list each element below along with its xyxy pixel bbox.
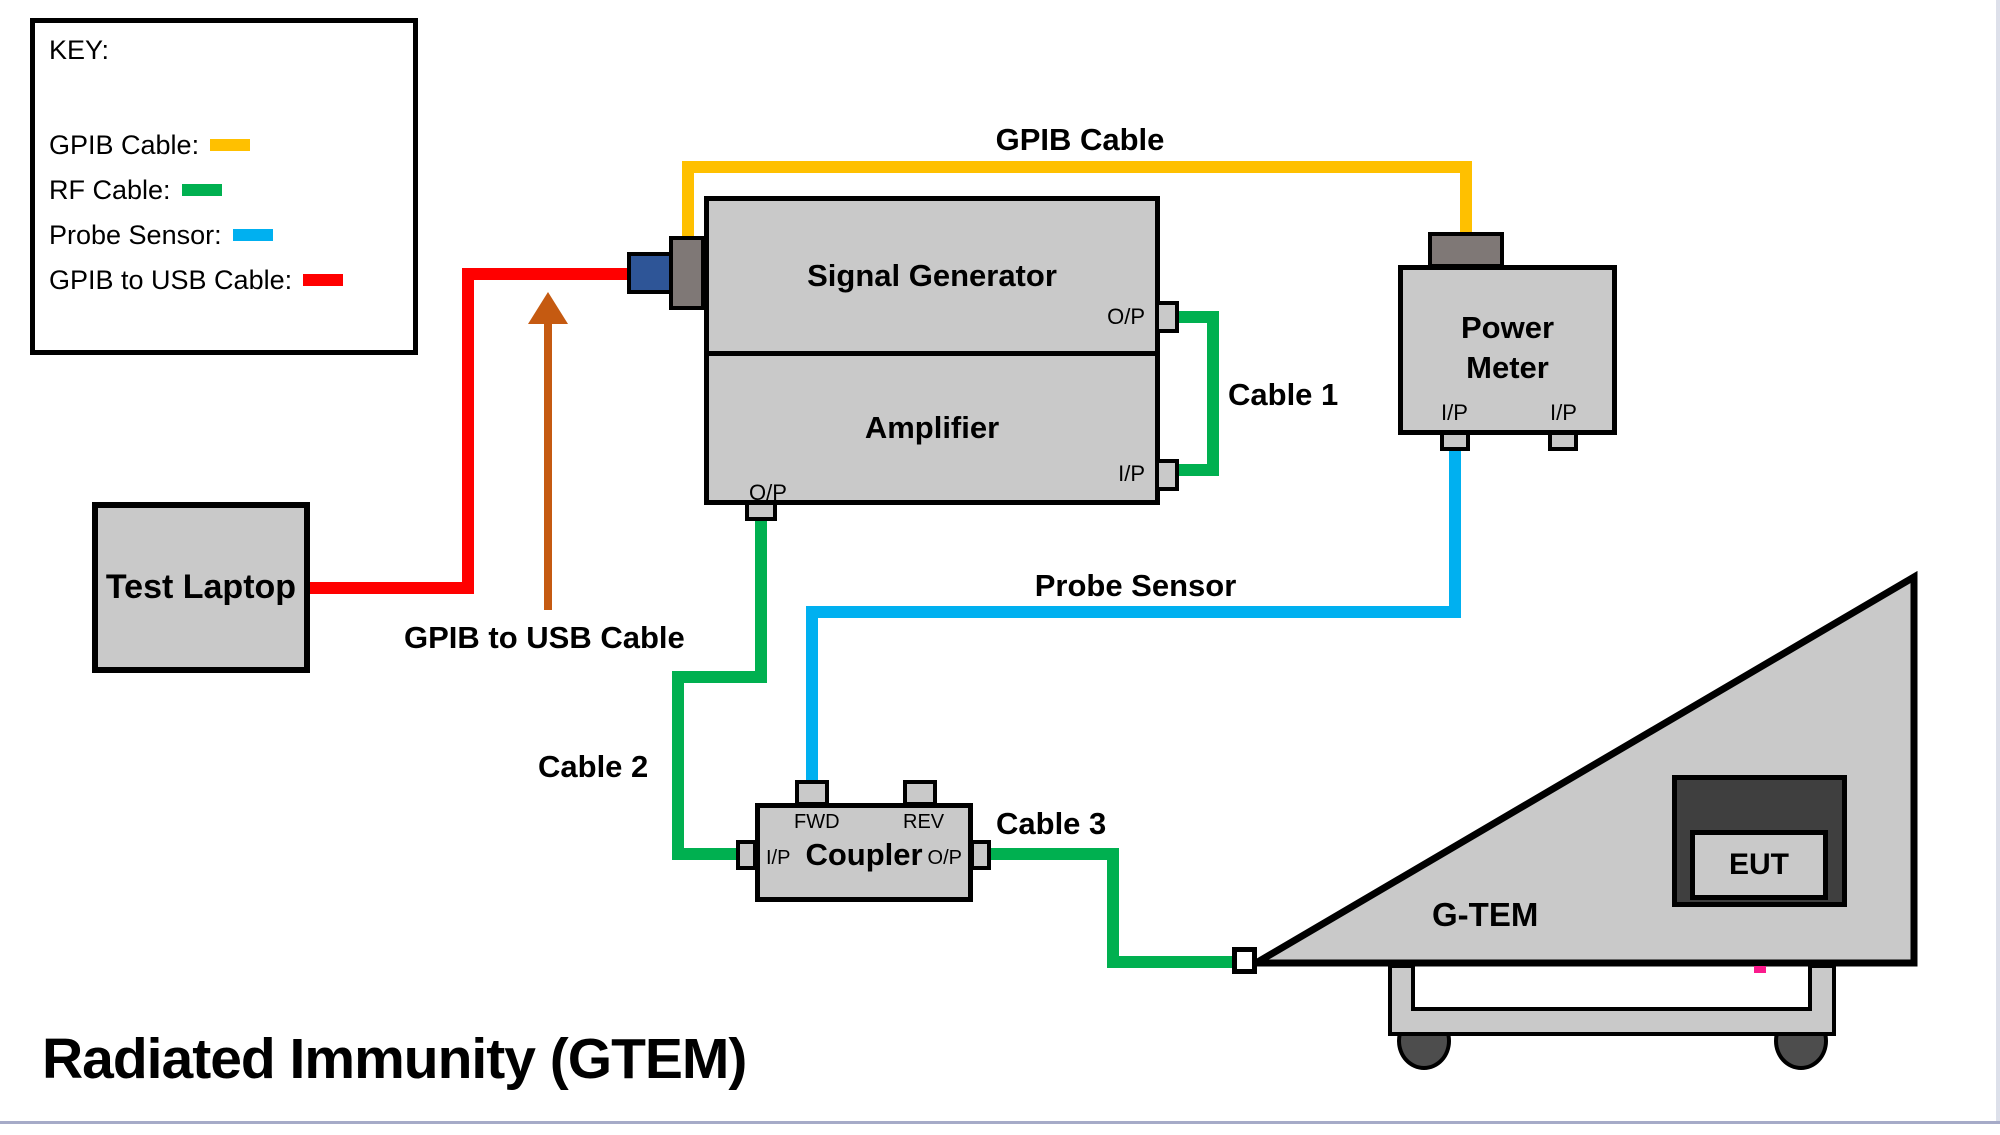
amplifier-op-port <box>745 501 777 521</box>
cable3-vertical <box>1107 848 1119 968</box>
coupler-op-label: O/P <box>927 847 962 869</box>
amplifier-ip-port <box>1155 459 1179 491</box>
cable2-horizontal-jog <box>672 671 767 683</box>
signal-generator-op-label: O/P <box>1107 304 1145 329</box>
coupler-ip-label: I/P <box>766 847 791 869</box>
test-laptop-label: Test Laptop <box>105 568 297 606</box>
signal-generator-usb-connector <box>627 252 673 294</box>
gpib-usb-cable-horizontal-top <box>462 268 632 280</box>
signal-generator-gpib-connector <box>669 236 705 310</box>
cable2-label: Cable 2 <box>538 749 649 784</box>
gpib-cable-vertical-right <box>1460 161 1472 234</box>
key-label-rf: RF Cable: <box>49 174 171 205</box>
key-row-probe: Probe Sensor: <box>49 218 273 252</box>
amplifier-label: Amplifier <box>864 410 1000 445</box>
gpib-usb-cable-horizontal-laptop <box>308 582 470 594</box>
gpib-usb-arrow-shaft <box>544 320 552 610</box>
gtem-label: G-TEM <box>1432 896 1539 933</box>
coupler-ip-side-port <box>736 840 757 870</box>
cable3-horizontal-to-gtem <box>1107 956 1235 968</box>
eut-label: EUT <box>1729 848 1789 881</box>
amplifier-op-label: O/P <box>749 480 787 505</box>
signal-generator-op-port <box>1155 301 1179 333</box>
key-label-gpib-usb: GPIB to USB Cable: <box>49 264 293 295</box>
gpib-usb-arrow-head <box>528 292 568 324</box>
coupler-rev-label: REV <box>903 811 945 833</box>
coupler-fwd-label: FWD <box>794 811 840 833</box>
key-row-gpib-usb: GPIB to USB Cable: <box>49 263 344 297</box>
page-title: Radiated Immunity (GTEM) <box>42 1027 747 1091</box>
power-meter-label-line2: Meter <box>1466 350 1549 385</box>
cable3-horizontal-from-coupler <box>987 848 1119 860</box>
slide-right-edge <box>1996 0 2000 1121</box>
key-swatch-gpib <box>210 139 251 151</box>
signal-generator-label: Signal Generator <box>807 258 1057 293</box>
key-label-gpib: GPIB Cable: <box>49 129 200 160</box>
coupler-label: Coupler <box>805 837 923 872</box>
key-swatch-gpib-usb <box>303 274 344 286</box>
coupler-box: FWD REV I/P Coupler O/P <box>755 803 973 902</box>
cable2-horizontal-to-coupler <box>672 848 742 860</box>
key-swatch-rf <box>181 184 222 196</box>
coupler-op-side-port <box>970 840 991 870</box>
key-label-probe: Probe Sensor: <box>49 219 222 250</box>
power-meter-ip-right-label: I/P <box>1550 400 1577 425</box>
gtem-triangle <box>1250 571 1918 967</box>
cable1-vertical <box>1207 311 1219 476</box>
power-meter-ip-left-port <box>1440 431 1470 451</box>
gpib-to-usb-cable-label: GPIB to USB Cable <box>404 620 685 655</box>
key-legend-box: KEY: GPIB Cable: RF Cable: Probe Sensor:… <box>30 18 418 355</box>
probe-sensor-vertical-from-power-meter <box>1449 448 1461 618</box>
eut-inner-box: EUT <box>1690 830 1828 900</box>
key-heading: KEY: <box>49 35 110 65</box>
power-meter-box: Power Meter I/P I/P <box>1398 265 1617 435</box>
amplifier-ip-label: I/P <box>1118 461 1145 486</box>
slide-bottom-edge <box>0 1121 2000 1124</box>
test-laptop-box: Test Laptop <box>92 502 310 673</box>
cable3-label: Cable 3 <box>996 806 1107 841</box>
probe-sensor-horizontal <box>806 606 1461 618</box>
key-swatch-probe <box>232 229 273 241</box>
sg-amp-divider <box>709 351 1155 356</box>
signal-generator-amplifier-box: Signal Generator O/P Amplifier I/P O/P <box>704 196 1160 505</box>
cable2-vertical-down <box>672 671 684 860</box>
probe-sensor-vertical-to-coupler <box>806 606 818 783</box>
key-row-gpib: GPIB Cable: <box>49 128 251 162</box>
power-meter-ip-left-label: I/P <box>1441 400 1468 425</box>
gpib-usb-cable-vertical <box>462 268 474 594</box>
gpib-cable-horizontal <box>682 161 1472 173</box>
probe-sensor-label: Probe Sensor <box>1034 568 1237 603</box>
cable1-label: Cable 1 <box>1228 377 1339 412</box>
power-meter-label-line1: Power <box>1460 310 1555 345</box>
power-meter-ip-right-port <box>1548 431 1578 451</box>
power-meter-top-connector <box>1428 232 1504 268</box>
cable1-horizontal-bottom <box>1175 464 1219 476</box>
gpib-cable-vertical-left <box>682 161 694 239</box>
key-row-rf: RF Cable: <box>49 173 222 207</box>
gpib-cable-label: GPIB Cable <box>995 122 1165 157</box>
pink-mark <box>1754 966 1766 973</box>
gtem-apex-connector <box>1232 947 1257 974</box>
cable2-vertical-from-amp <box>755 517 767 683</box>
